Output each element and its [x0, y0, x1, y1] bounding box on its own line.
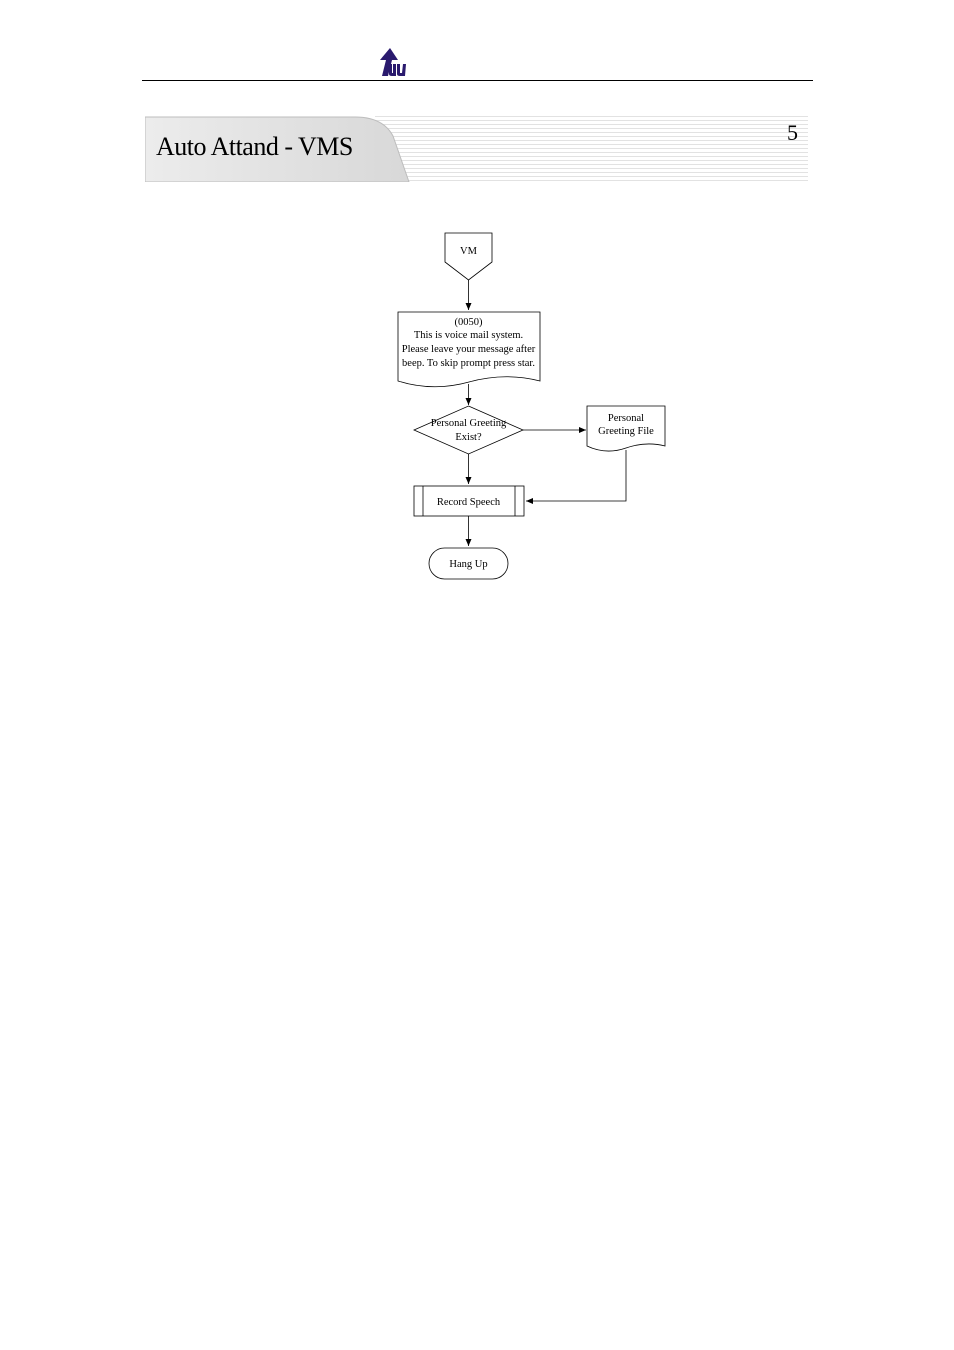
record-speech-process: Record Speech: [413, 485, 525, 517]
prompt-line: This is voice mail system.: [414, 330, 523, 341]
prompt-document: (0050) This is voice mail system. Please…: [397, 311, 541, 388]
connector-greeting-record: [526, 450, 627, 504]
decision-line: Exist?: [455, 432, 482, 443]
decision-line: Personal Greeting: [431, 418, 507, 429]
page-title: Auto Attand - VMS: [156, 132, 353, 161]
start-label: VM: [460, 246, 478, 257]
greeting-file-line: Personal: [608, 413, 644, 424]
start-connector: VM: [444, 232, 493, 281]
header-rule: [142, 80, 813, 81]
decision-diamond: Personal Greeting Exist?: [413, 405, 524, 455]
greeting-file-document: Personal Greeting File: [586, 405, 666, 452]
prompt-line: Please leave your message after: [402, 344, 536, 355]
hang-up-terminator: Hang Up: [428, 547, 509, 580]
record-speech-label: Record Speech: [437, 497, 501, 508]
greeting-file-line: Greeting File: [598, 426, 654, 437]
page-number: 5: [787, 120, 798, 145]
company-logo-icon: [380, 48, 406, 76]
section-banner: [145, 116, 808, 182]
hang-up-label: Hang Up: [449, 559, 487, 570]
prompt-line: (0050): [455, 317, 483, 328]
prompt-line: beep. To skip prompt press star.: [402, 358, 535, 369]
